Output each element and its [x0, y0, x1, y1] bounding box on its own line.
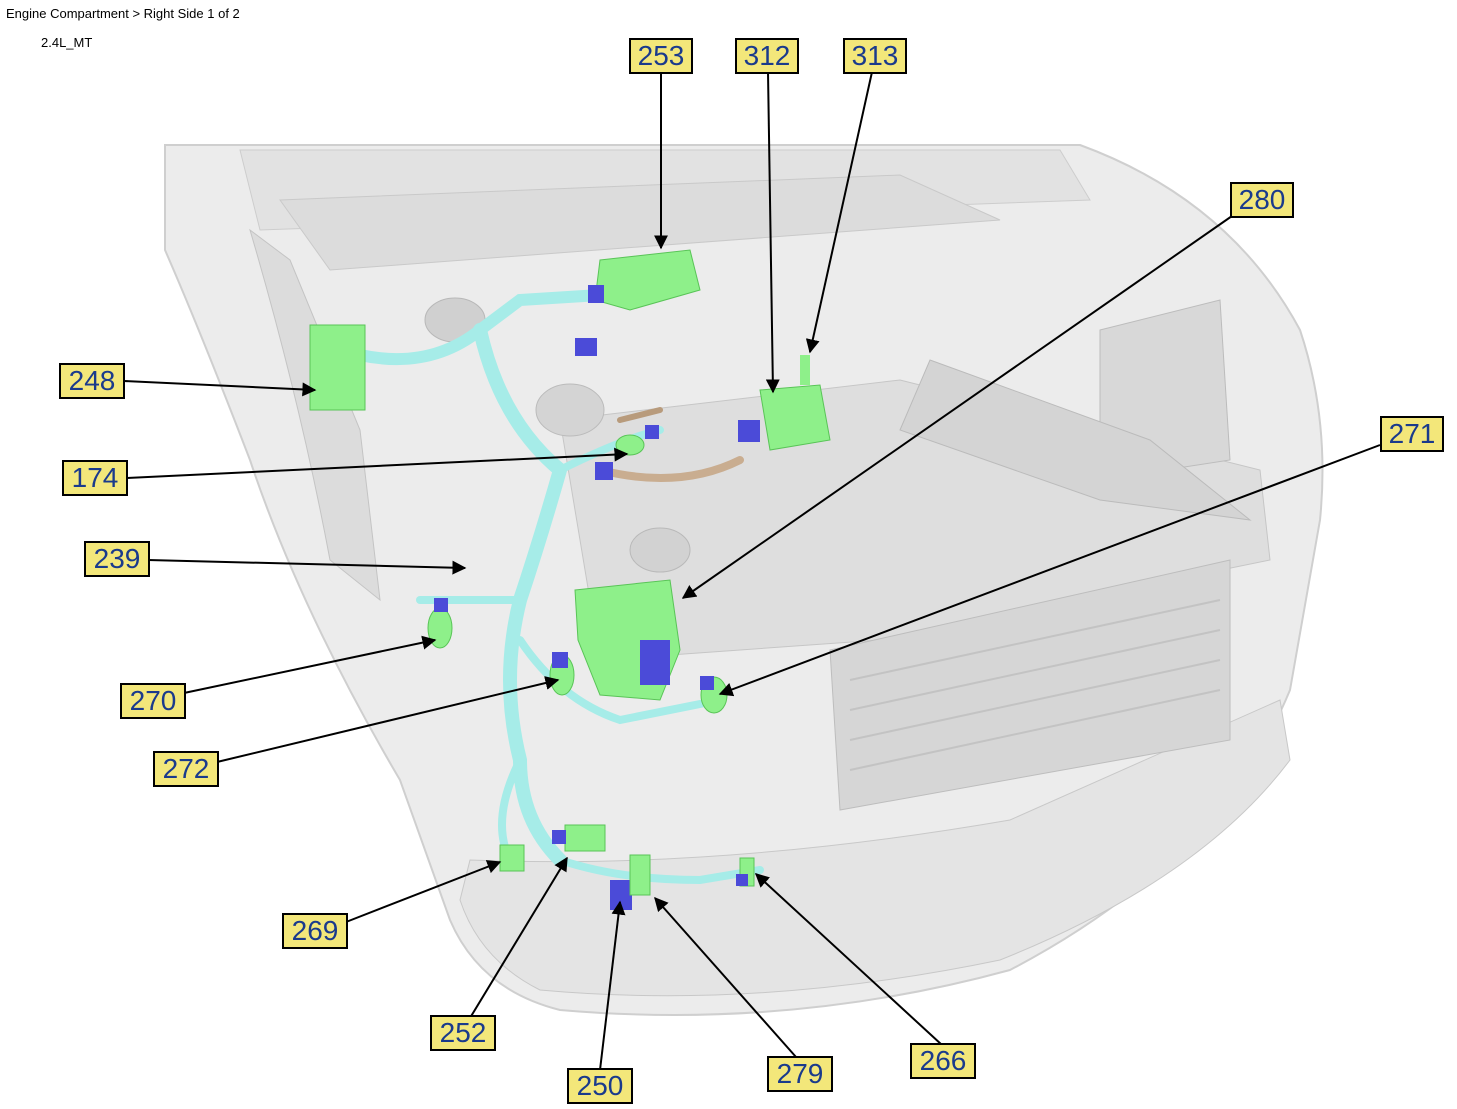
- callout-253: 253: [629, 38, 693, 74]
- callout-239: 239: [84, 541, 150, 577]
- callout-271: 271: [1380, 416, 1444, 452]
- callout-248: 248: [59, 363, 125, 399]
- callout-270: 270: [120, 683, 186, 719]
- callout-279: 279: [767, 1056, 833, 1092]
- callout-266: 266: [910, 1043, 976, 1079]
- wiring-harness: [354, 289, 764, 885]
- breadcrumb: Engine Compartment > Right Side 1 of 2: [6, 6, 240, 21]
- vehicle-body: [164, 144, 1324, 1016]
- callout-250: 250: [567, 1068, 633, 1104]
- callout-313: 313: [843, 38, 907, 74]
- engine-variant-label: 2.4L_MT: [41, 35, 93, 50]
- leader-arrows: [123, 71, 1381, 1071]
- callout-272: 272: [153, 751, 219, 787]
- callout-269: 269: [282, 913, 348, 949]
- callout-312: 312: [735, 38, 799, 74]
- callout-252: 252: [430, 1015, 496, 1051]
- callout-280: 280: [1230, 182, 1294, 218]
- callout-174: 174: [62, 460, 128, 496]
